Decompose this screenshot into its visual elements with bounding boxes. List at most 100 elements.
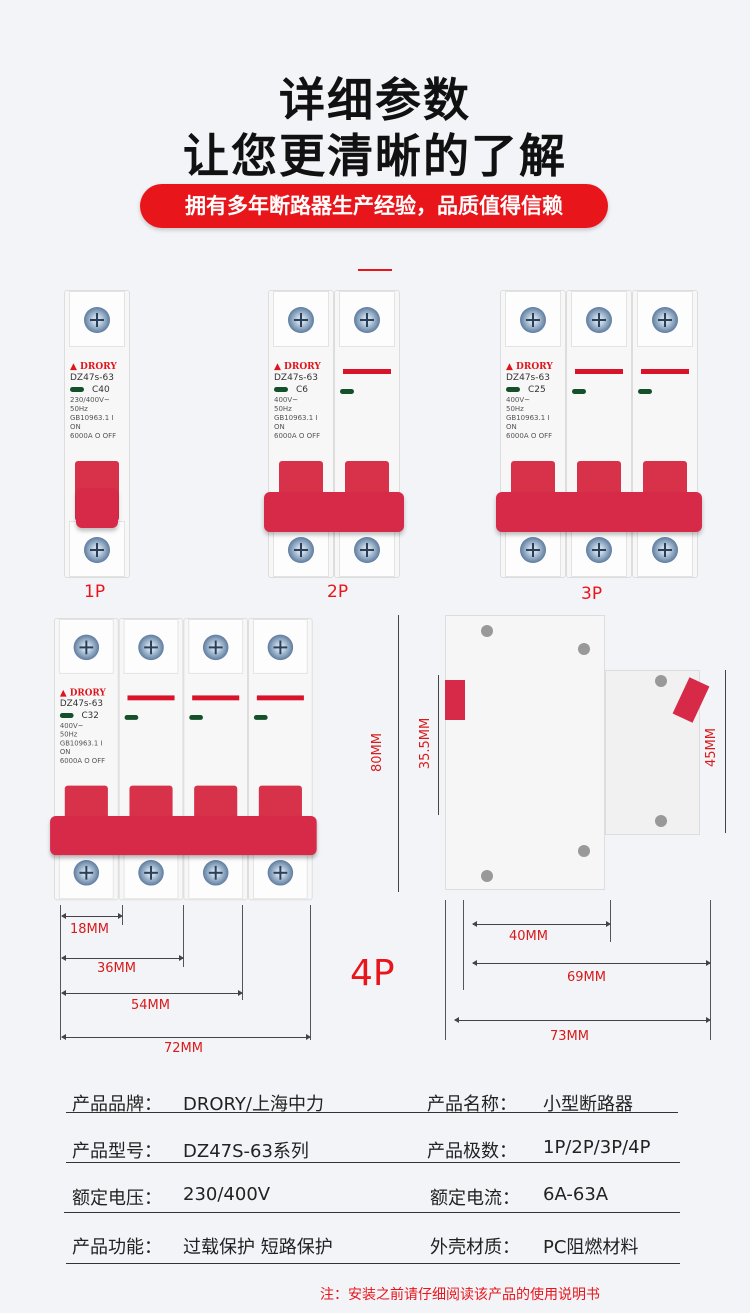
indicator-led [189, 715, 203, 720]
spec-label-material: 外壳材质： [430, 1237, 520, 1258]
dim-35-5mm: 35.5MM [418, 717, 434, 770]
terminal-top [123, 618, 179, 674]
red-stripe [127, 695, 175, 701]
spec-label-brand: 产品品牌： [72, 1094, 162, 1115]
screw-icon [354, 537, 380, 563]
brand-logo: ▲ DRORY [59, 688, 106, 699]
dim-18mm: 18MM [70, 922, 109, 937]
spec-value-voltage: 230/400V [183, 1184, 271, 1205]
model-number: DZ47s-63 [274, 373, 318, 383]
voltage: 400V~ [274, 396, 299, 404]
standard: GB10963.1 I ON [506, 414, 550, 431]
spec-label-poles: 产品极数： [427, 1141, 517, 1162]
dim-72mm: 72MM [164, 1041, 203, 1056]
label-2p: 2P [327, 582, 349, 602]
front-label [186, 688, 245, 786]
label-4p: 4P [350, 953, 395, 994]
breaker-pole [632, 290, 698, 578]
terminal-top [58, 618, 114, 674]
terminal-top [252, 618, 308, 674]
screw-icon [288, 537, 314, 563]
screw-icon [73, 860, 100, 886]
screw-icon [202, 860, 229, 886]
tie-handle [496, 492, 702, 532]
voltage: 400V~ [506, 396, 531, 404]
screw-icon [586, 537, 612, 563]
toggle-handle [76, 488, 118, 528]
red-stripe [641, 369, 689, 374]
terminal-top [505, 291, 561, 347]
spec-label-name: 产品名称： [427, 1094, 517, 1115]
dim-69mm: 69MM [567, 970, 606, 985]
terminal-top [273, 291, 329, 347]
dim-40mm: 40MM [509, 929, 548, 944]
front-label [251, 688, 310, 786]
front-label [635, 361, 695, 461]
rating: C40 [92, 385, 110, 395]
model-number: DZ47s-63 [70, 373, 114, 383]
spec-value-brand: DRORY/上海中力 [183, 1094, 324, 1115]
rating: C25 [528, 385, 546, 395]
spec-label-function: 产品功能： [72, 1237, 162, 1258]
terminal-top [571, 291, 627, 347]
indicator-led [274, 387, 288, 392]
spec-value-name: 小型断路器 [543, 1094, 633, 1115]
red-stripe [256, 695, 304, 701]
screw-icon [84, 307, 110, 333]
screw-icon [138, 860, 164, 886]
tie-handle [50, 815, 317, 856]
screw-icon [202, 634, 229, 661]
terminal-top [637, 291, 693, 347]
divider [358, 269, 392, 271]
breaker-pole [183, 618, 249, 901]
indicator-led [253, 715, 268, 720]
red-stripe [575, 369, 623, 374]
dim-54mm: 54MM [131, 998, 170, 1013]
indicator-led [638, 389, 652, 394]
indicator-led [572, 389, 586, 394]
indicator-led [59, 713, 74, 718]
breaker-pole [566, 290, 632, 578]
standard: GB10963.1 I ON [59, 739, 103, 757]
rating-row: C6 [274, 384, 328, 396]
banner: 拥有多年断路器生产经验，品质值得信赖 [140, 184, 608, 228]
model-number: DZ47s-63 [506, 373, 550, 383]
frequency: 50Hz [70, 405, 88, 413]
label-3p: 3P [581, 584, 603, 604]
terminal-bottom [69, 521, 125, 577]
rating-row: C25 [506, 384, 560, 396]
breaking-capacity: 6000A O OFF [506, 432, 553, 440]
voltage: 230/400V~ [70, 396, 110, 404]
breaking-capacity: 6000A O OFF [70, 432, 117, 440]
tie-handle [264, 492, 404, 532]
model-number: DZ47s-63 [59, 699, 103, 710]
screw-icon [267, 860, 294, 886]
brand-logo: ▲ DRORY [506, 362, 553, 372]
terminal-top [339, 291, 395, 347]
rating: C32 [81, 711, 99, 721]
terminal-top [188, 618, 244, 674]
screw-icon [73, 634, 100, 661]
rating: C6 [296, 385, 309, 395]
screw-icon [520, 307, 546, 333]
terminal-top [69, 291, 125, 347]
screw-icon [652, 307, 678, 333]
dim-80mm: 80MM [369, 733, 385, 772]
brand-logo: ▲ DRORY [274, 362, 321, 372]
spec-label-current: 额定电流： [430, 1188, 520, 1209]
frequency: 50Hz [506, 405, 524, 413]
indicator-led [506, 387, 520, 392]
screw-icon [84, 537, 110, 563]
front-label [122, 688, 181, 786]
frequency: 50Hz [274, 405, 292, 413]
screw-icon [138, 634, 164, 661]
